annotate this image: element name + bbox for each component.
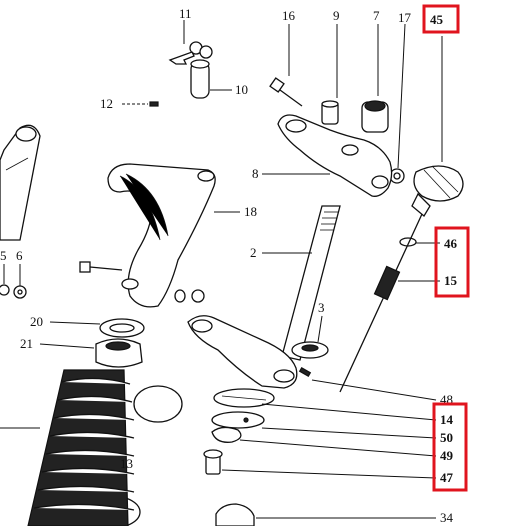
label-11: 11 [179,6,192,21]
fork-gaiter [0,369,135,526]
part-18-headlamp-bracket [107,163,240,308]
part-2-steering-stem [262,205,341,361]
label-7: 7 [373,8,380,23]
highlight-boxes [422,4,470,492]
label-17: 17 [398,10,412,25]
label-50: 50 [440,430,453,445]
part-12-pin [122,101,159,107]
label-10: 10 [235,82,248,97]
part-48-pin [298,366,437,401]
highlight-box-46-15 [434,226,470,298]
part-20-ring [49,318,145,338]
part-10-lock-barrel [190,59,232,99]
label-45: 45 [430,12,444,27]
part-11-keys [168,20,213,65]
part-50-plate [211,411,437,439]
part-7-bush [361,24,389,133]
fork-leg-top-left [0,124,41,241]
label-14: 14 [440,412,454,427]
highlight-box-14-50-49-47 [432,402,468,492]
label-18: 18 [244,204,257,219]
label-2: 2 [250,245,257,260]
part-3-bearing-cup [291,315,329,359]
label-9: 9 [333,8,340,23]
part-8-upper-bridge [262,114,393,197]
part-47-bush [203,449,437,479]
label-8: 8 [252,166,259,181]
highlight-box-45 [422,4,460,34]
label-20: 20 [30,314,43,329]
lower-yoke [187,315,298,389]
part-21-cap [39,338,143,368]
label-12: 12 [100,96,113,111]
label-3: 3 [318,300,325,315]
label-5: 5 [0,248,7,263]
part-17-nut [389,23,406,184]
part-34-cap [215,503,436,526]
part-45-damper-knob [411,36,464,217]
label-13: 13 [120,456,133,471]
label-47: 47 [440,470,454,485]
label-21: 21 [20,336,33,351]
part-15-damper-rod [339,213,440,393]
part-9-sleeve [321,24,339,125]
label-49: 49 [440,448,454,463]
part-49-spring-washer [211,426,437,457]
part-5-nut [0,264,10,296]
label-16: 16 [282,8,296,23]
part-16-bolt [269,24,303,107]
callout-labels: 11 16 9 7 17 45 12 10 8 18 2 46 15 5 6 3… [0,6,458,525]
label-46: 46 [444,236,458,251]
part-46-washer [399,237,440,247]
label-15: 15 [444,273,458,288]
part-14-friction-disc [213,388,437,421]
label-34: 34 [440,510,454,525]
bracket-washer-nut [174,289,205,303]
part-6-nut [13,264,27,299]
label-6: 6 [16,248,23,263]
bracket-bolt [79,261,123,273]
